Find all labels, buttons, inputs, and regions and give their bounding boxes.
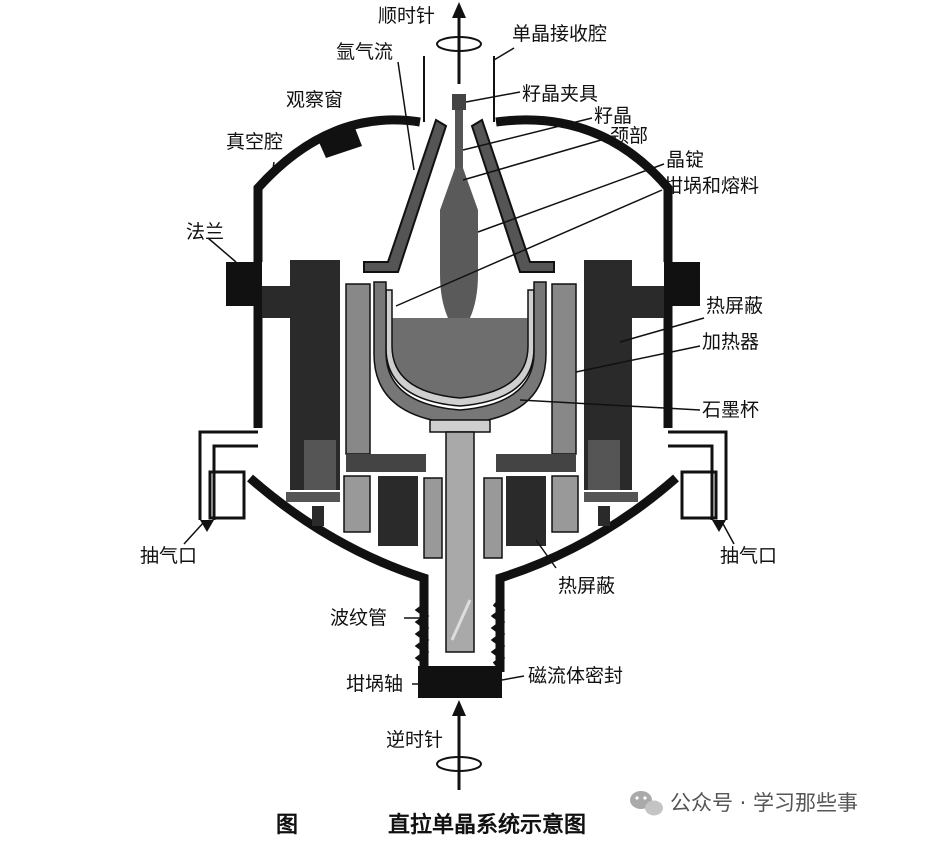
label-bellows: 波纹管: [330, 607, 387, 629]
clockwise-arrow-head: [452, 2, 466, 18]
label-exhaust-right: 抽气口: [720, 545, 777, 567]
label-vacuum-chamber: 真空腔: [226, 131, 283, 153]
lower-shield-right-2: [506, 476, 546, 546]
label-counterclockwise: 逆时针: [386, 729, 443, 751]
label-ingot: 晶锭: [666, 149, 704, 171]
leader-lines: [183, 47, 735, 685]
heater-right-base: [496, 454, 576, 472]
melt: [392, 318, 528, 398]
lower-shield-left-4: [286, 492, 340, 502]
figure-label: 图: [276, 813, 298, 838]
exhaust-arrow-left: [200, 520, 214, 532]
shaft-cap: [429, 419, 491, 433]
lower-shield-right-1: [551, 475, 579, 533]
seed-chuck: [452, 94, 466, 110]
lower-shield-left-1: [343, 475, 371, 533]
label-heat-shield-bottom: 热屏蔽: [558, 575, 615, 597]
exhaust-pipe-right: [668, 430, 728, 520]
crucible: [385, 289, 535, 407]
label-flange: 法兰: [186, 221, 224, 243]
label-crucible-melt: 坩埚和熔料: [664, 175, 759, 197]
argon-guide-left: [363, 118, 448, 273]
label-graphite-cup: 石墨杯: [702, 399, 759, 421]
ingot: [440, 168, 478, 318]
label-argon-flow: 氩气流: [336, 41, 393, 63]
bellows: [414, 602, 506, 666]
counterclockwise-rotation-icon: [436, 756, 482, 772]
label-receiving-chamber: 单晶接收腔: [512, 23, 607, 45]
exhaust-pipe-left: [198, 430, 258, 520]
flange-right: [664, 262, 700, 306]
flange-left: [226, 262, 262, 306]
vacuum-chamber-wall: [253, 115, 673, 262]
graphite-cup: [373, 281, 547, 425]
wechat-icon: [630, 791, 663, 816]
chamber-bottom-dome: [247, 474, 679, 672]
magnetic-fluid-seal: [418, 666, 502, 698]
label-crucible-shaft: 坩埚轴: [346, 673, 403, 695]
seed: [455, 110, 463, 168]
heat-shield-right-cap: [630, 286, 664, 318]
lower-shield-right-4: [584, 492, 638, 502]
crucible-shaft: [445, 431, 475, 653]
lower-shield-left-2: [378, 476, 418, 546]
clockwise-rotation-icon: [436, 36, 482, 52]
heater-left-base: [346, 454, 426, 472]
label-exhaust-left: 抽气口: [140, 545, 197, 567]
exhaust-cap-right: [680, 470, 718, 520]
observation-window: [318, 128, 362, 158]
label-clockwise: 顺时针: [378, 5, 435, 27]
label-observation-window: 观察窗: [286, 89, 343, 111]
lower-shield-left-5: [312, 506, 324, 526]
shaft-highlight: [450, 599, 472, 641]
label-heater: 加热器: [702, 331, 759, 353]
heat-shield-left-foot: [304, 440, 336, 490]
figure-title: 直拉单晶系统示意图: [388, 812, 586, 838]
label-neck: 颈部: [610, 125, 648, 147]
label-seed: 籽晶: [594, 105, 632, 127]
heater-right: [551, 283, 577, 455]
lower-shield-right-5: [598, 506, 610, 526]
exhaust-cap-left: [208, 470, 246, 520]
label-seed-chuck: 籽晶夹具: [522, 83, 598, 105]
heat-shield-left-cap: [262, 286, 296, 318]
heat-shield-right-foot: [588, 440, 620, 490]
counterclockwise-arrow-head: [452, 700, 466, 716]
lower-shield-right-3: [483, 477, 503, 559]
lower-shield-left-3: [423, 477, 443, 559]
label-magnetic-seal: 磁流体密封: [528, 665, 623, 687]
watermark-text: 公众号 · 学习那些事: [670, 791, 858, 815]
argon-guide-right: [470, 118, 555, 273]
label-heat-shield-top: 热屏蔽: [706, 295, 763, 317]
heater-left: [345, 283, 371, 455]
